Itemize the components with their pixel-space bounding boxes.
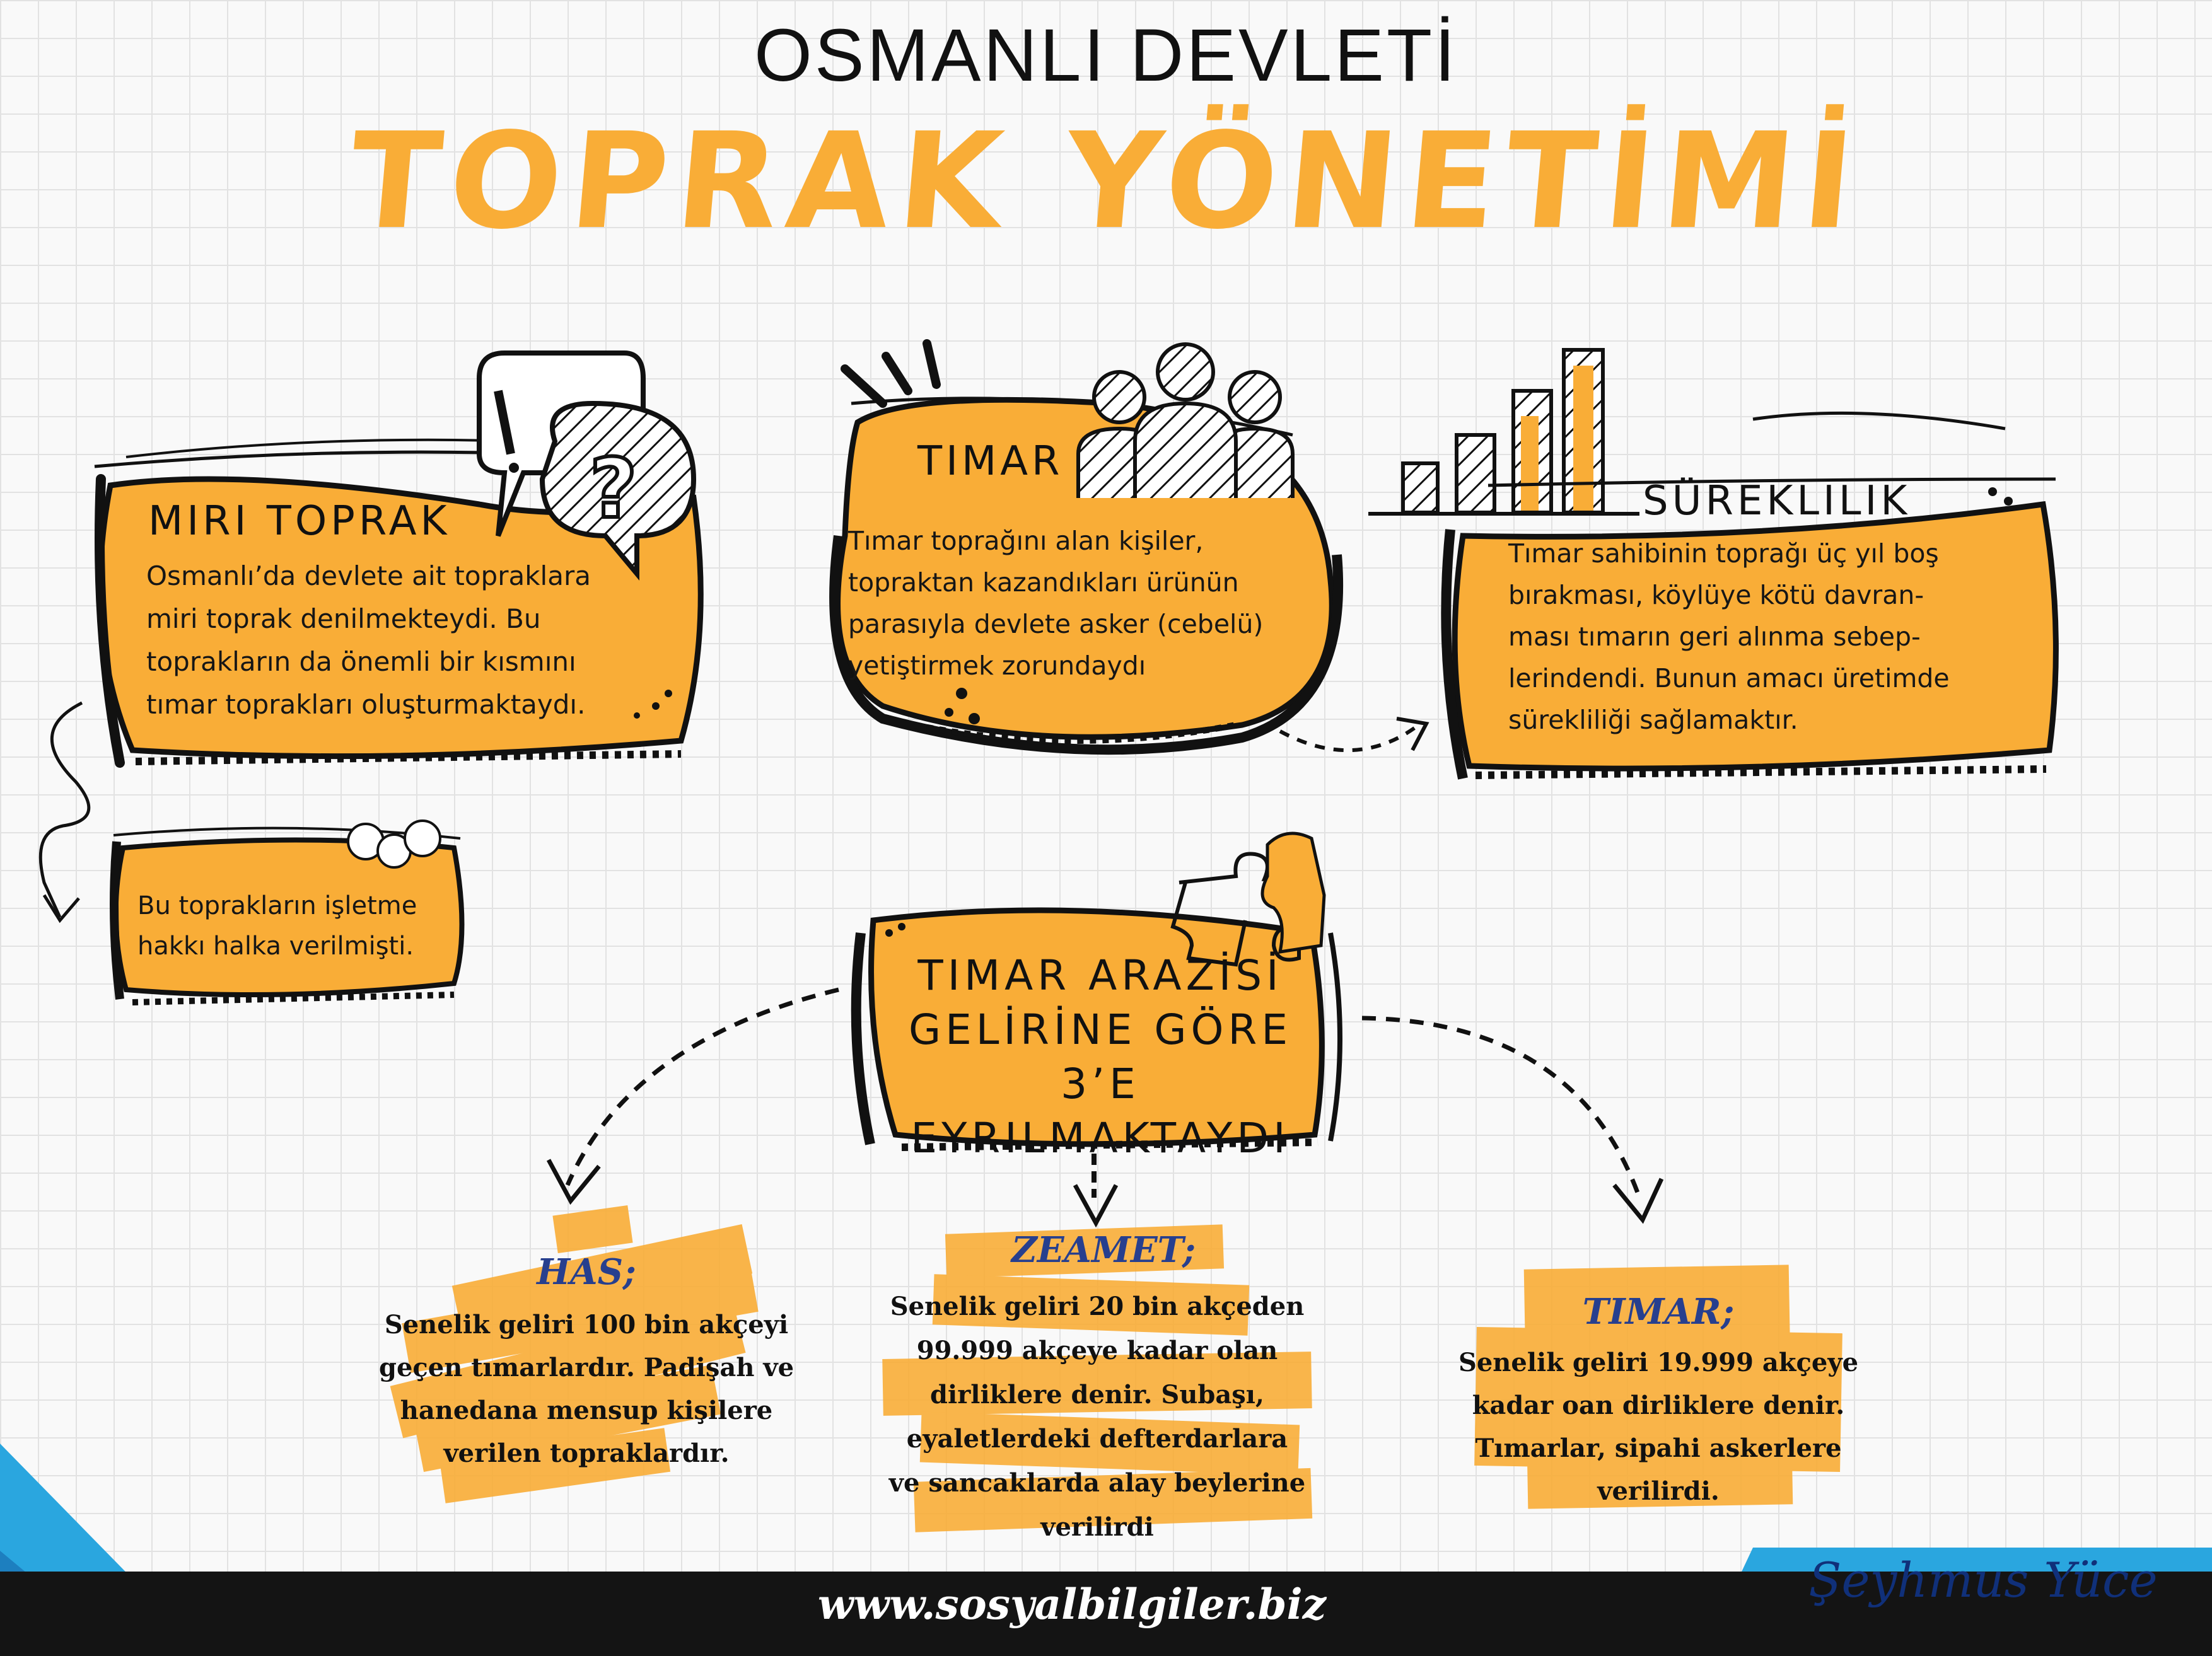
text-line: Tımar sahibinin toprağı üç yıl boş [1508, 538, 1939, 569]
miri-toprak-text: Osmanlı’da devlete ait topraklara miri t… [146, 555, 591, 726]
timar-title: TIMAR [917, 438, 1064, 485]
has-highlight [390, 1205, 759, 1503]
footer-bar [0, 1572, 2212, 1656]
timar-arazisi-text: TIMAR ARAZİSİ GELİRİNE GÖRE 3’E EYRILMAK… [870, 949, 1330, 1166]
speech-bubbles-icon: ? [477, 350, 697, 581]
text-line: 99.999 akçeye kadar olan [916, 1336, 1278, 1365]
text-line: verilirdi [1040, 1512, 1154, 1542]
arrow-to-timar [1361, 1016, 1642, 1199]
text-line: topraktan kazandıkları ürünün [848, 567, 1239, 598]
puzzle-pieces-icon [1170, 831, 1326, 967]
text-line: eyaletlerdeki defterdarlara [906, 1424, 1288, 1454]
page-subtitle: OSMANLI DEVLETİ [754, 14, 1458, 97]
text-line: Tımar toprağını alan kişiler, [848, 526, 1204, 556]
text-line: hanedana mensup kişilere [400, 1396, 773, 1425]
text-line: yetiştirmek zorundaydı [848, 651, 1146, 681]
text-line: 3’E EYRILMAKTAYDI [911, 1060, 1290, 1162]
text-line: parasıyla devlete asker (cebelü) [848, 609, 1264, 639]
emphasis-lines-icon [841, 339, 941, 408]
text-line: Bu toprakların işletme [137, 891, 417, 920]
text-line: Osmanlı’da devlete ait topraklara [146, 560, 591, 591]
text-line: geçen tımarlardır. Padişah ve [378, 1353, 795, 1382]
arrow-to-has [565, 987, 839, 1186]
curved-arrow [38, 701, 91, 918]
sureklilik-text: Tımar sahibinin toprağı üç yıl boş bırak… [1508, 533, 1950, 741]
text-line: miri toprak denilmekteydi. Bu [146, 603, 541, 634]
text-line: ve sancaklarda alay beylerine [888, 1468, 1306, 1498]
text-line: tımar toprakları oluşturmaktaydı. [146, 689, 586, 720]
text-line: Senelik geliri 19.999 akçeye [1458, 1348, 1859, 1377]
page-title: TOPRAK YÖNETİMİ [344, 104, 1868, 258]
miri-toprak-title: MIRI TOPRAK [148, 498, 451, 545]
text-line: verilen topraklardır. [443, 1439, 730, 1468]
text-line: Tımarlar, sipahi askerlere [1475, 1433, 1842, 1463]
sureklilik-box [1441, 411, 2059, 780]
text-line: Senelik geliri 100 bin akçeyi [384, 1310, 789, 1340]
timar-arazisi-box [851, 907, 1342, 1151]
svg-text:?: ? [590, 441, 637, 536]
text-line: toprakların da önemli bir kısmını [146, 646, 576, 677]
website-link[interactable]: www.sosyalbilgiler.biz [817, 1580, 1327, 1629]
text-line: GELİRİNE GÖRE [908, 1005, 1293, 1054]
people-outline-icon [347, 819, 441, 869]
timar-type-text: Senelik geliri 19.999 akçeye kadar oan d… [1450, 1341, 1866, 1513]
text-line: dirliklere denir. Subaşı, [930, 1380, 1264, 1410]
timar-type-title: TIMAR; [1582, 1291, 1735, 1333]
text-line: ması tımarın geri alınma sebep- [1508, 622, 1921, 652]
author-name: Şeyhmus Yüce [1808, 1552, 2158, 1608]
zeamet-text: Senelik geliri 20 bin akçeden 99.999 akç… [876, 1285, 1318, 1549]
text-line: Senelik geliri 20 bin akçeden [890, 1292, 1305, 1321]
text-line: kadar oan dirliklere denir. [1472, 1391, 1845, 1420]
text-line: sürekliliği sağlamaktır. [1508, 705, 1798, 735]
sureklilik-title: SÜREKLILIK [1643, 478, 1911, 524]
halk-box [110, 826, 465, 1005]
miri-toprak-box [94, 438, 704, 768]
text-line: TIMAR ARAZİSİ [917, 951, 1283, 1000]
halk-text: Bu toprakların işletme hakkı halka veril… [137, 886, 417, 966]
soldiers-group-icon [1076, 342, 1295, 498]
timar-highlight [1474, 1265, 1842, 1509]
has-text: Senelik geliri 100 bin akçeyi geçen tıma… [366, 1304, 807, 1475]
bar-chart-icon [1368, 348, 1639, 516]
zeamet-title: ZEAMET; [1011, 1229, 1196, 1271]
timar-text: Tımar toprağını alan kişiler, topraktan … [848, 520, 1263, 686]
text-line: lerindendi. Bunun amacı üretimde [1508, 663, 1950, 693]
zeamet-highlight [882, 1224, 1313, 1532]
text-line: verilirdi. [1597, 1476, 1720, 1506]
has-title: HAS; [537, 1251, 636, 1293]
text-line: bırakması, köylüye kötü davran- [1508, 580, 1924, 610]
dashed-arrow-right [1279, 723, 1420, 753]
text-line: hakkı halka verilmişti. [137, 932, 414, 961]
